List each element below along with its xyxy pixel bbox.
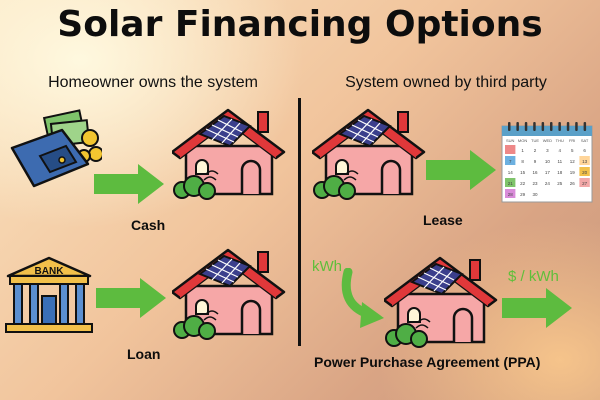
calendar-date: 11 (557, 159, 562, 164)
bank-sign-text: BANK (35, 266, 65, 277)
wallet-with-cash-icon (10, 109, 102, 188)
price-per-kwh-annotation: $ / kWh (508, 268, 559, 285)
option-lease-label: Lease (423, 212, 463, 228)
calendar-date: 28 (508, 192, 514, 197)
calendar-date: 30 (532, 192, 538, 197)
heading-homeowner-owns: Homeowner owns the system (48, 74, 258, 91)
calendar-date: 10 (545, 159, 551, 164)
calendar-ring (583, 122, 587, 131)
cash-arrow-icon (94, 164, 164, 204)
kwh-annotation: kWh (312, 258, 342, 275)
heading-third-party-owns: System owned by third party (345, 74, 547, 91)
calendar-date: 15 (520, 170, 526, 175)
option-loan-label: Loan (127, 346, 161, 362)
page-title: Solar Financing Options (57, 4, 543, 45)
calendar-date: 19 (570, 170, 576, 175)
section-divider (298, 98, 301, 346)
calendar-highlight (505, 156, 516, 165)
calendar-date: 16 (532, 170, 538, 175)
calendar-ring (533, 122, 536, 131)
calendar-ring (575, 122, 578, 131)
calendar-date: 26 (570, 181, 576, 186)
calendar-highlight (505, 145, 516, 154)
calendar-date: 22 (520, 181, 526, 186)
calendar-date: 8 (521, 159, 524, 164)
calendar-date: 20 (582, 170, 588, 175)
bank-building-icon: BANK (5, 256, 93, 333)
calendar-day-header: TUE (531, 138, 539, 143)
calendar-ring (516, 122, 519, 131)
calendar-date: 14 (508, 170, 514, 175)
calendar-day-header: SUN (506, 138, 515, 143)
calendar-date: 29 (520, 192, 526, 197)
calendar-date: 12 (570, 159, 576, 164)
calendar-date: 17 (545, 170, 551, 175)
calendar-day-header: FRI (569, 138, 575, 143)
calendar-highlight (505, 178, 516, 187)
calendar-day-header: SAT (581, 138, 589, 143)
house-solar-loan-icon (172, 248, 286, 341)
calendar-highlight (505, 189, 516, 198)
calendar-highlight (579, 156, 590, 165)
calendar-date: 1 (521, 148, 524, 153)
calendar-day-header: THU (556, 138, 564, 143)
calendar-date: 6 (583, 148, 586, 153)
option-cash-label: Cash (131, 217, 166, 233)
calendar-ring (566, 122, 570, 131)
calendar-date: 5 (571, 148, 574, 153)
lease-arrow-icon (426, 150, 496, 190)
calendar-day-header: WED (543, 138, 552, 143)
house-solar-lease-icon (312, 108, 426, 201)
curved-kwh-arrow-icon (341, 268, 384, 328)
calendar-date: 25 (557, 181, 563, 186)
calendar-day-header: MON (518, 138, 527, 143)
loan-arrow-icon (96, 278, 166, 318)
calendar-ring (558, 122, 561, 131)
calendar-date: 24 (545, 181, 551, 186)
house-solar-ppa-icon (384, 256, 498, 349)
ppa-arrow-icon (502, 288, 572, 328)
calendar-date: 13 (582, 159, 588, 164)
calendar-ring (508, 122, 511, 131)
option-ppa-label: Power Purchase Agreement (PPA) (314, 354, 541, 370)
calendar-date: 7 (509, 159, 512, 164)
calendar-date: 3 (546, 148, 549, 153)
calendar-date: 9 (534, 159, 537, 164)
calendar-highlight (579, 167, 590, 176)
calendar-ring (550, 122, 553, 131)
calendar-date: 23 (532, 181, 538, 186)
calendar-ring (541, 122, 545, 131)
calendar-date: 27 (582, 181, 588, 186)
calendar-date: 21 (508, 181, 514, 186)
calendar-date: 2 (534, 148, 537, 153)
calendar-highlight (579, 178, 590, 187)
house-solar-cash-icon (172, 108, 286, 201)
calendar-ring (524, 122, 528, 131)
calendar-date: 4 (559, 148, 562, 153)
calendar-date: 18 (557, 170, 563, 175)
